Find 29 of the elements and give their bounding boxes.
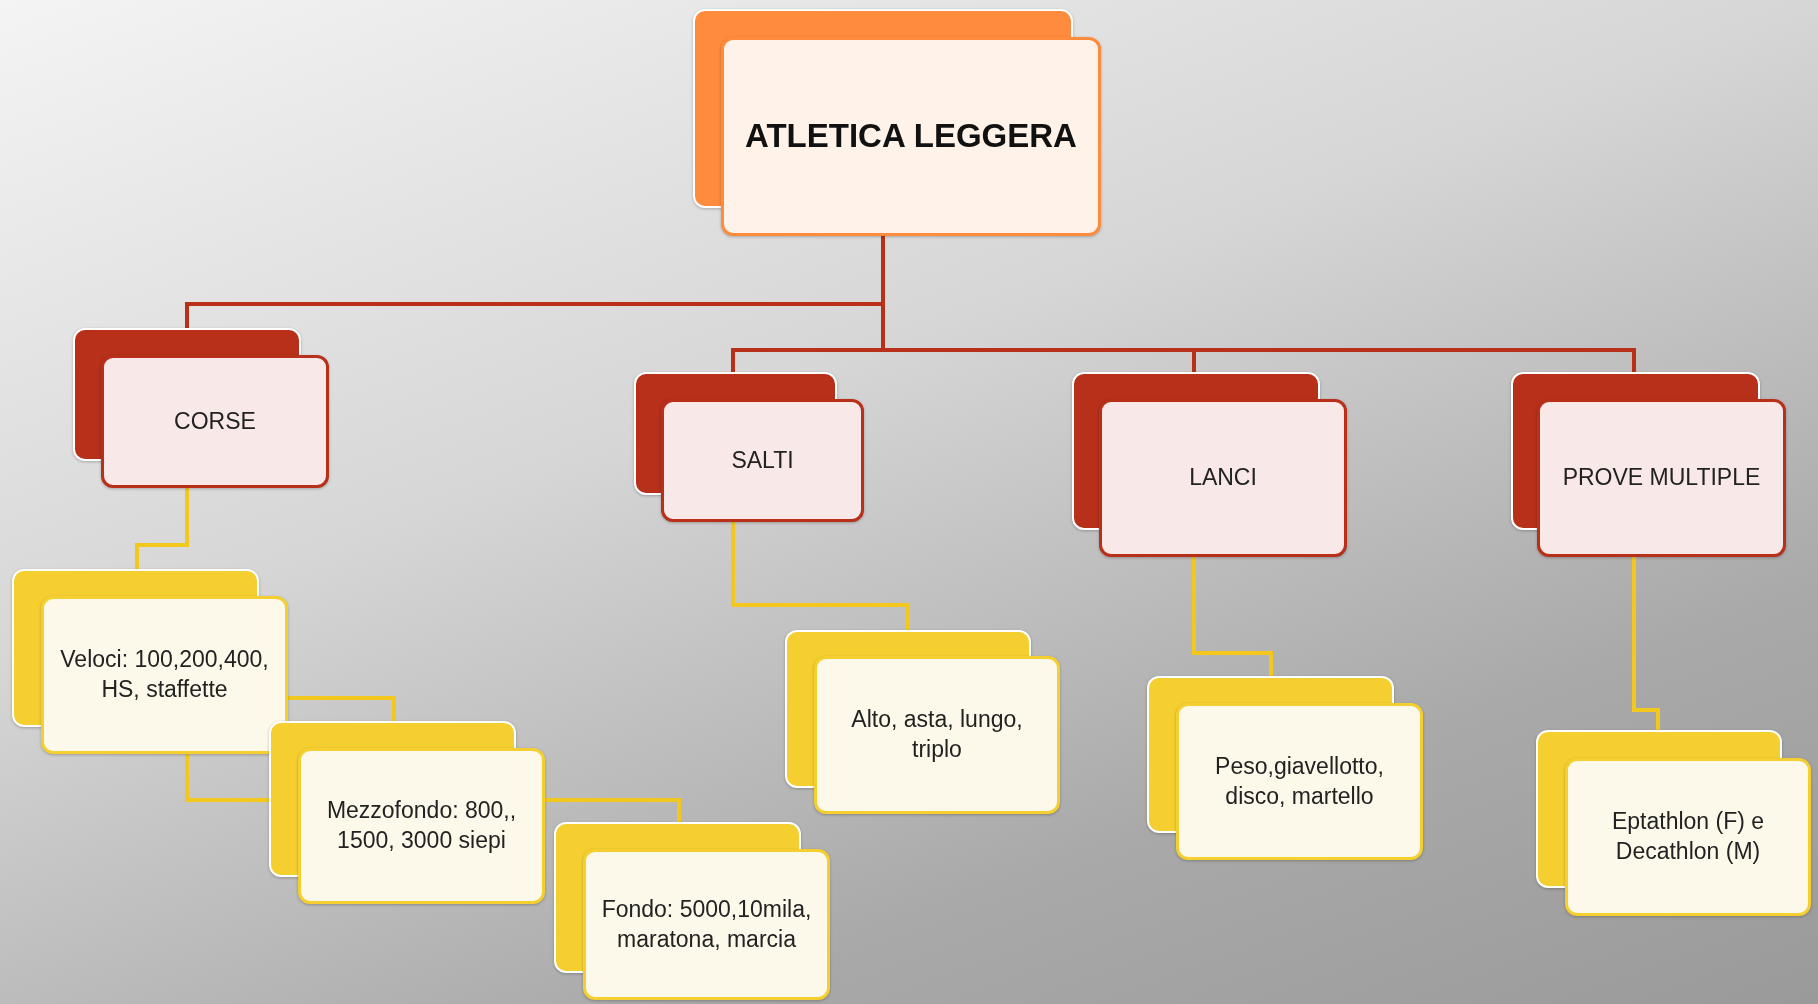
card-label: LANCI: [1189, 463, 1257, 493]
card-label: Peso,giavellotto, disco, martello: [1214, 751, 1385, 811]
connector-line: [1632, 557, 1660, 730]
connector-line: [288, 696, 396, 721]
stacked-card: [554, 822, 830, 1000]
stacked-card: [1536, 730, 1811, 916]
stacked-card: [1072, 372, 1347, 557]
card-label: Veloci: 100,200,400, HS, staffette: [59, 645, 270, 704]
card-label: PROVE MULTIPLE: [1562, 463, 1761, 493]
stacked-card: [12, 569, 288, 754]
stacked-card: [1147, 676, 1423, 860]
connector-line: [185, 754, 269, 802]
connector-line: [545, 798, 681, 822]
card-label: Eptathlon (F) e Decathlon (M): [1610, 807, 1766, 866]
connector-line: [1192, 557, 1273, 676]
stacked-card: [634, 372, 864, 522]
stacked-card: [269, 721, 545, 904]
connector-line: [731, 522, 910, 630]
stacked-card: [1511, 372, 1786, 557]
card-label: ATLETICA LEGGERA: [745, 116, 1077, 157]
stacked-card: [73, 328, 329, 488]
card-label: Fondo: 5000,10mila, maratona, marcia: [600, 894, 813, 954]
connector-line: [135, 488, 189, 569]
stacked-card: [785, 630, 1060, 814]
card-label: Mezzofondo: 800,, 1500, 3000 siepi: [325, 796, 518, 855]
card-label: CORSE: [174, 406, 256, 436]
card-label: Alto, asta, lungo, triplo: [850, 705, 1024, 764]
stacked-card: [693, 9, 1101, 236]
card-label: SALTI: [731, 445, 794, 475]
